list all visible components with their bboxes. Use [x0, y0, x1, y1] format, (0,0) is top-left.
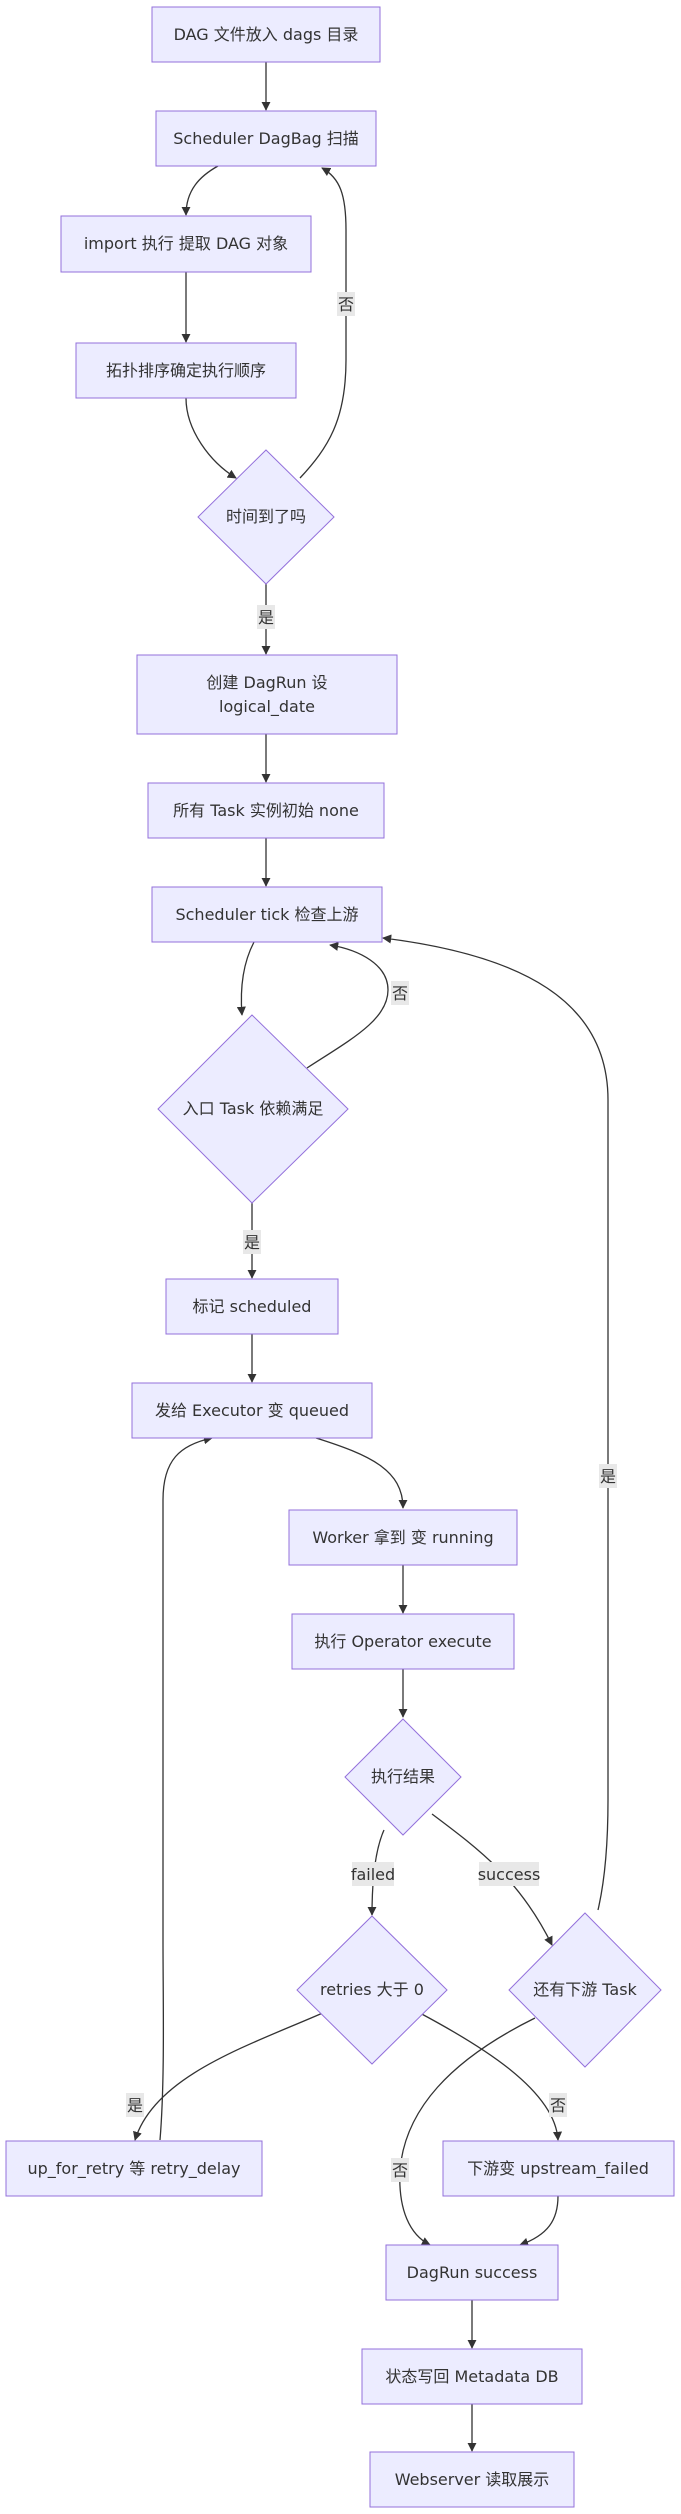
svg-text:是: 是	[600, 1467, 616, 1486]
decision-time-reached: 时间到了吗	[197, 449, 335, 585]
svg-text:failed: failed	[351, 1865, 395, 1884]
decision-retries-gt-zero: retries 大于 0	[296, 1915, 448, 2065]
node-topological-sort: 拓扑排序确定执行顺序	[75, 342, 297, 399]
svg-text:执行结果: 执行结果	[371, 1767, 435, 1786]
decision-more-downstream-tasks: 还有下游 Task	[508, 1912, 662, 2068]
node-webserver-display: Webserver 读取展示	[369, 2451, 575, 2508]
node-scheduler-dagbag-scan: Scheduler DagBag 扫描	[155, 110, 377, 167]
decision-execution-result: 执行结果	[344, 1718, 462, 1836]
node-execute-operator: 执行 Operator execute	[291, 1613, 515, 1670]
svg-text:Scheduler tick 检查上游: Scheduler tick 检查上游	[175, 905, 358, 924]
svg-text:Scheduler DagBag 扫描: Scheduler DagBag 扫描	[173, 129, 359, 148]
node-downstream-upstream-failed: 下游变 upstream_failed	[442, 2140, 675, 2197]
edge-label-d1-n2: 否	[337, 292, 355, 316]
svg-text:否: 否	[550, 2096, 566, 2115]
svg-text:下游变 upstream_failed: 下游变 upstream_failed	[467, 2159, 649, 2179]
edge-d2-n7	[306, 941, 389, 1069]
svg-text:时间到了吗: 时间到了吗	[226, 507, 306, 526]
svg-text:retries 大于 0: retries 大于 0	[320, 1980, 424, 1999]
svg-text:还有下游 Task: 还有下游 Task	[533, 1980, 637, 1999]
svg-text:创建 DagRun 设: 创建 DagRun 设	[206, 673, 327, 692]
edge-label-d4-n13: 否	[549, 2093, 567, 2117]
edge-n12-n9	[159, 1435, 213, 2141]
svg-text:up_for_retry 等 retry_delay: up_for_retry 等 retry_delay	[28, 2159, 241, 2179]
svg-text:否: 否	[338, 295, 354, 314]
edge-n4-d1	[185, 397, 237, 479]
svg-text:执行 Operator execute: 执行 Operator execute	[314, 1632, 491, 1651]
edge-n13-n14	[519, 2195, 559, 2247]
node-up-for-retry: up_for_retry 等 retry_delay	[5, 2140, 263, 2197]
edge-d4-n12	[133, 2011, 326, 2141]
edge-label-d3-d4: failed	[351, 1862, 395, 1886]
svg-text:拓扑排序确定执行顺序: 拓扑排序确定执行顺序	[106, 361, 266, 380]
node-create-dagrun: 创建 DagRun 设 logical_date	[136, 654, 398, 735]
svg-text:success: success	[478, 1865, 541, 1884]
edge-d5-n7	[382, 934, 609, 1911]
edge-d4-n13	[417, 2011, 563, 2141]
node-send-to-executor-queued: 发给 Executor 变 queued	[131, 1382, 373, 1439]
svg-text:Worker 拿到 变 running: Worker 拿到 变 running	[312, 1528, 493, 1547]
svg-text:import 执行 提取 DAG 对象: import 执行 提取 DAG 对象	[84, 234, 288, 253]
node-write-metadata-db: 状态写回 Metadata DB	[361, 2348, 583, 2405]
edge-n7-d2	[236, 941, 255, 1016]
svg-text:Webserver 读取展示: Webserver 读取展示	[395, 2470, 550, 2489]
svg-text:否: 否	[392, 2161, 408, 2180]
svg-text:否: 否	[392, 984, 408, 1003]
svg-text:是: 是	[258, 608, 274, 627]
edge-d1-n2	[299, 167, 347, 479]
svg-text:DagRun success: DagRun success	[407, 2263, 538, 2282]
svg-text:是: 是	[127, 2096, 143, 2115]
node-dag-file-into-dags: DAG 文件放入 dags 目录	[151, 6, 381, 63]
svg-text:所有 Task 实例初始 none: 所有 Task 实例初始 none	[173, 801, 359, 820]
edge-d5-n14	[399, 2017, 536, 2246]
svg-text:入口 Task 依赖满足: 入口 Task 依赖满足	[183, 1099, 324, 1118]
edge-label-d4-n12: 是	[126, 2093, 144, 2117]
edge-n9-n10	[315, 1437, 408, 1509]
edge-label-d3-d5: success	[478, 1862, 541, 1886]
edge-label-d5-n7: 是	[599, 1464, 617, 1488]
edge-label-d5-n14: 否	[391, 2158, 409, 2182]
node-mark-scheduled: 标记 scheduled	[165, 1278, 339, 1335]
node-import-extract-dag: import 执行 提取 DAG 对象	[60, 215, 312, 273]
node-scheduler-tick-check: Scheduler tick 检查上游	[151, 886, 383, 943]
svg-text:logical_date: logical_date	[219, 697, 315, 717]
svg-text:DAG 文件放入 dags 目录: DAG 文件放入 dags 目录	[174, 25, 359, 44]
svg-text:状态写回 Metadata DB: 状态写回 Metadata DB	[385, 2367, 558, 2386]
svg-text:发给 Executor 变 queued: 发给 Executor 变 queued	[155, 1401, 349, 1420]
edge-label-d2-n8: 是	[243, 1230, 261, 1254]
node-task-instances-none: 所有 Task 实例初始 none	[147, 782, 385, 839]
node-worker-running: Worker 拿到 变 running	[288, 1509, 518, 1566]
decision-entry-task-deps-met: 入口 Task 依赖满足	[157, 1014, 349, 1204]
svg-text:是: 是	[244, 1233, 260, 1252]
svg-text:标记 scheduled: 标记 scheduled	[193, 1297, 312, 1316]
edge-n2-n3	[181, 165, 219, 216]
edge-label-d1-n5: 是	[257, 605, 275, 629]
edge-label-d2-n7: 否	[391, 981, 409, 1005]
node-dagrun-success: DagRun success	[385, 2244, 559, 2301]
